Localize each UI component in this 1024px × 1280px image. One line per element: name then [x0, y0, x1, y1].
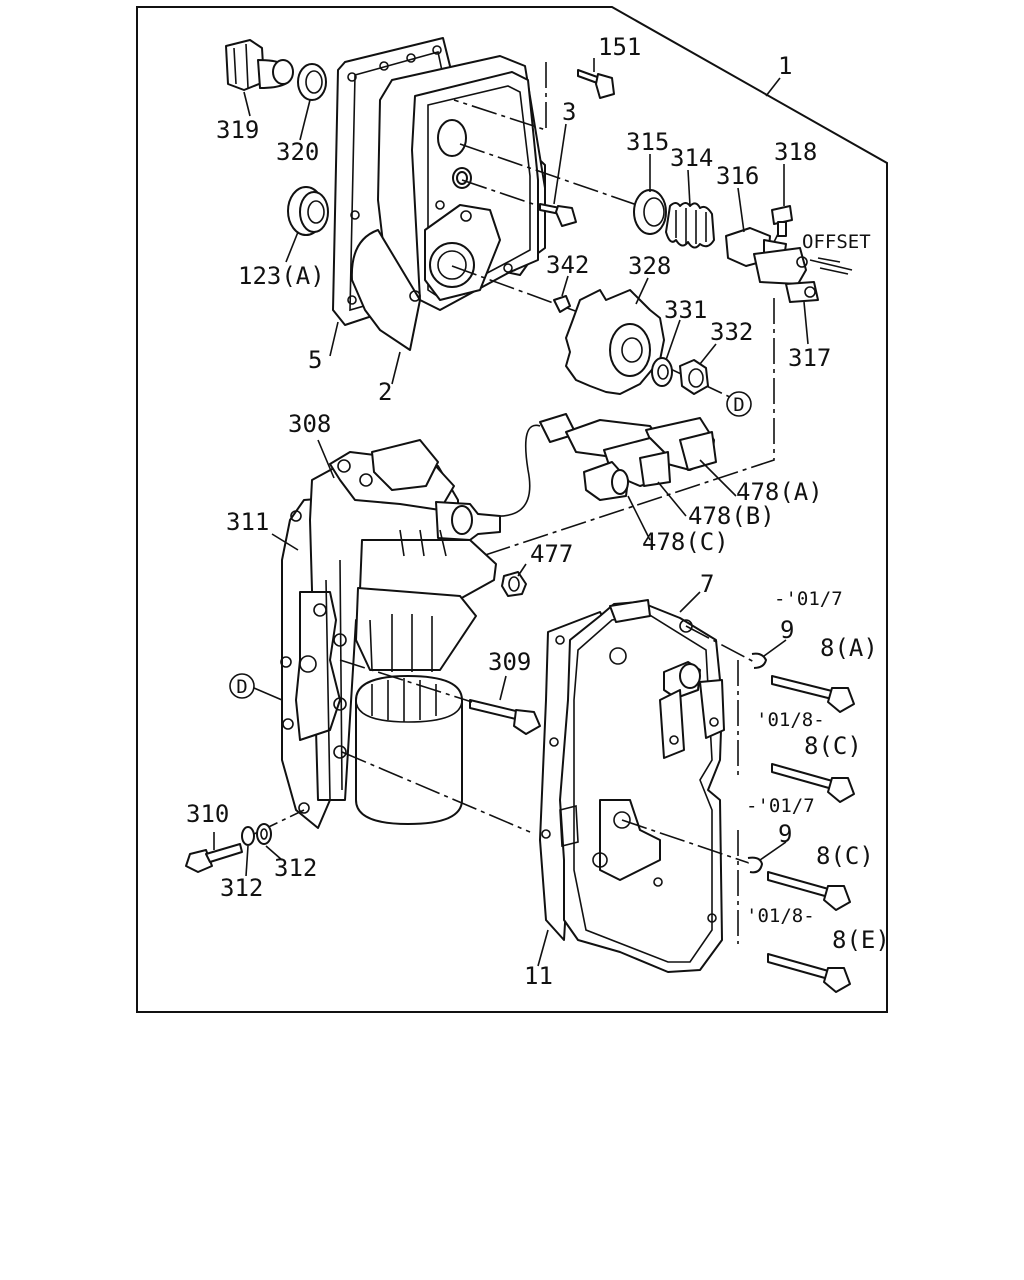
- label-7: 7: [700, 570, 714, 598]
- bolt-8c-upper: [771, 763, 855, 803]
- bolt-151: [577, 69, 615, 99]
- label-3: 3: [562, 98, 576, 126]
- label-311: 311: [226, 508, 269, 536]
- label-332: 332: [710, 318, 753, 346]
- chain-line-cover: [341, 751, 531, 833]
- label-312-left: 312: [220, 874, 263, 902]
- ref-circle-d-top: D: [726, 391, 752, 417]
- bolt-8c-lower: [767, 871, 851, 911]
- label-328: 328: [628, 252, 671, 280]
- label-1: 1: [778, 52, 792, 80]
- label-320: 320: [276, 138, 319, 166]
- label-5: 5: [308, 346, 322, 374]
- chain-line-3: [461, 179, 546, 209]
- label-151: 151: [598, 33, 641, 61]
- bolt-8e: [767, 953, 851, 993]
- label-331: 331: [664, 296, 707, 324]
- label-310: 310: [186, 800, 229, 828]
- ring-315: [633, 189, 667, 235]
- label-date-3: -'01/7: [746, 795, 815, 817]
- chain-line-8a: [685, 625, 759, 780]
- bolt-310: [185, 809, 305, 873]
- plug-319: [225, 39, 294, 91]
- housing-2: [350, 55, 546, 351]
- label-8e: 8(E): [832, 926, 890, 954]
- chain-line-315: [459, 143, 641, 207]
- ring-320: [297, 63, 327, 101]
- washer-331: [651, 357, 673, 387]
- leader-lines: [213, 58, 809, 967]
- svg-text:D: D: [236, 676, 247, 698]
- part-labels: 1 151 319 320 3 315 314 316 318 OFFSET 1…: [186, 33, 890, 990]
- bolt-318: [771, 205, 793, 237]
- motor-cylinder: [355, 675, 463, 825]
- label-offset: OFFSET: [802, 231, 871, 253]
- spring-314: [665, 202, 715, 249]
- label-318: 318: [774, 138, 817, 166]
- chain-line-151: [453, 62, 547, 132]
- label-308: 308: [288, 410, 331, 438]
- label-8a: 8(A): [820, 634, 878, 662]
- ref-circle-d-left: D: [229, 673, 283, 701]
- label-8c-lower: 8(C): [816, 842, 874, 870]
- label-123a: 123(A): [238, 262, 325, 290]
- svg-text:D: D: [733, 394, 744, 416]
- clip-9-upper: [751, 652, 767, 669]
- bracket-317: [753, 247, 853, 303]
- label-9-lower: 9: [778, 820, 792, 848]
- label-309: 309: [488, 648, 531, 676]
- label-314: 314: [670, 144, 713, 172]
- diagram-frame: [136, 6, 888, 1013]
- label-315: 315: [626, 128, 669, 156]
- label-317: 317: [788, 344, 831, 372]
- nut-332: [679, 359, 709, 395]
- label-date-4: '01/8-: [746, 905, 815, 927]
- label-9-upper: 9: [780, 616, 794, 644]
- label-478c: 478(C): [642, 528, 729, 556]
- label-319: 319: [216, 116, 259, 144]
- label-316: 316: [716, 162, 759, 190]
- seal-123a: [287, 186, 329, 236]
- label-date-1: -'01/7: [774, 588, 843, 610]
- washer-312-b: [256, 823, 272, 845]
- bolt-3: [539, 203, 577, 227]
- label-11: 11: [524, 962, 553, 990]
- label-478a: 478(A): [736, 478, 823, 506]
- label-478b: 478(B): [688, 502, 775, 530]
- actuator-body-308: [295, 439, 501, 801]
- label-date-2: '01/8-: [756, 709, 825, 731]
- label-312-right: 312: [274, 854, 317, 882]
- label-8c-upper: 8(C): [804, 732, 862, 760]
- cover-7: [559, 599, 725, 973]
- label-2: 2: [378, 378, 392, 406]
- label-342: 342: [546, 251, 589, 279]
- key-342: [553, 295, 571, 313]
- connector-harness-478: [469, 413, 717, 517]
- label-477: 477: [530, 540, 573, 568]
- bolt-309: [339, 659, 541, 735]
- chain-line-8e: [621, 819, 753, 944]
- washer-312-a: [241, 826, 255, 846]
- clip-9-lower: [747, 856, 763, 874]
- chain-line-317: [469, 298, 775, 561]
- gear-328: [565, 289, 665, 395]
- bolt-8a: [771, 675, 855, 713]
- sleeve-477: [501, 571, 527, 597]
